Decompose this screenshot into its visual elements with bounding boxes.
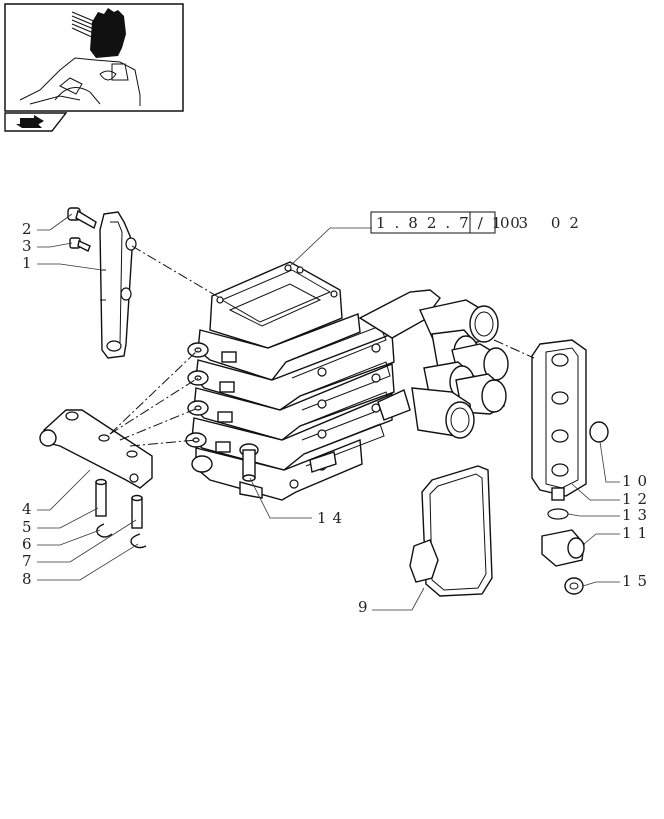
part-1-bracket [99, 211, 137, 359]
callout-9: 9 [358, 598, 374, 616]
callout-14: 14 [317, 509, 348, 527]
callout-8: 8 [22, 570, 38, 588]
callout-10: 10 [622, 472, 653, 490]
part-13-oring [547, 508, 569, 520]
part-14-plug [239, 443, 259, 482]
callout-5: 5 [22, 518, 38, 536]
part-6-clip [96, 523, 113, 538]
callout-13: 13 [622, 506, 653, 524]
part-15-fitting [564, 577, 584, 595]
hydraulic-ports [358, 289, 509, 439]
callout-3: 3 [22, 237, 38, 255]
assembly-lines [109, 245, 535, 447]
next-page-tab[interactable] [4, 112, 68, 132]
callout-15: 15 [622, 572, 653, 590]
tractor-location-thumbnail[interactable] [4, 3, 184, 112]
callout-4: 4 [22, 500, 38, 518]
reference-code: 1.82.7/10 03 02 [370, 211, 588, 234]
part-10-cap [589, 421, 609, 443]
reference-code-main: 1.82.7/10 [376, 214, 529, 232]
callout-11: 11 [622, 524, 653, 542]
callout-6: 6 [22, 535, 38, 553]
part-2-bolt [67, 207, 97, 230]
callout-1: 1 [22, 254, 38, 272]
part-4-bracket [39, 409, 153, 489]
callout-12: 12 [622, 490, 653, 508]
callout-2: 2 [22, 220, 38, 238]
control-valve-block [185, 261, 395, 501]
part-8-clip [130, 533, 147, 549]
part-9-gasket [409, 465, 493, 597]
callout-7: 7 [22, 552, 38, 570]
part-12-manifold [531, 339, 587, 501]
part-3-screw [69, 237, 91, 252]
leader-lines [37, 213, 620, 611]
part-7-pin [131, 494, 143, 529]
part-5-pin [95, 478, 107, 517]
part-11-connector [541, 529, 585, 567]
arrow-next-icon [16, 115, 44, 128]
callout-labels: 2 3 1 4 5 6 7 8 14 9 10 12 13 11 15 [22, 220, 653, 616]
reference-code-suffix: 03 02 [500, 214, 588, 232]
